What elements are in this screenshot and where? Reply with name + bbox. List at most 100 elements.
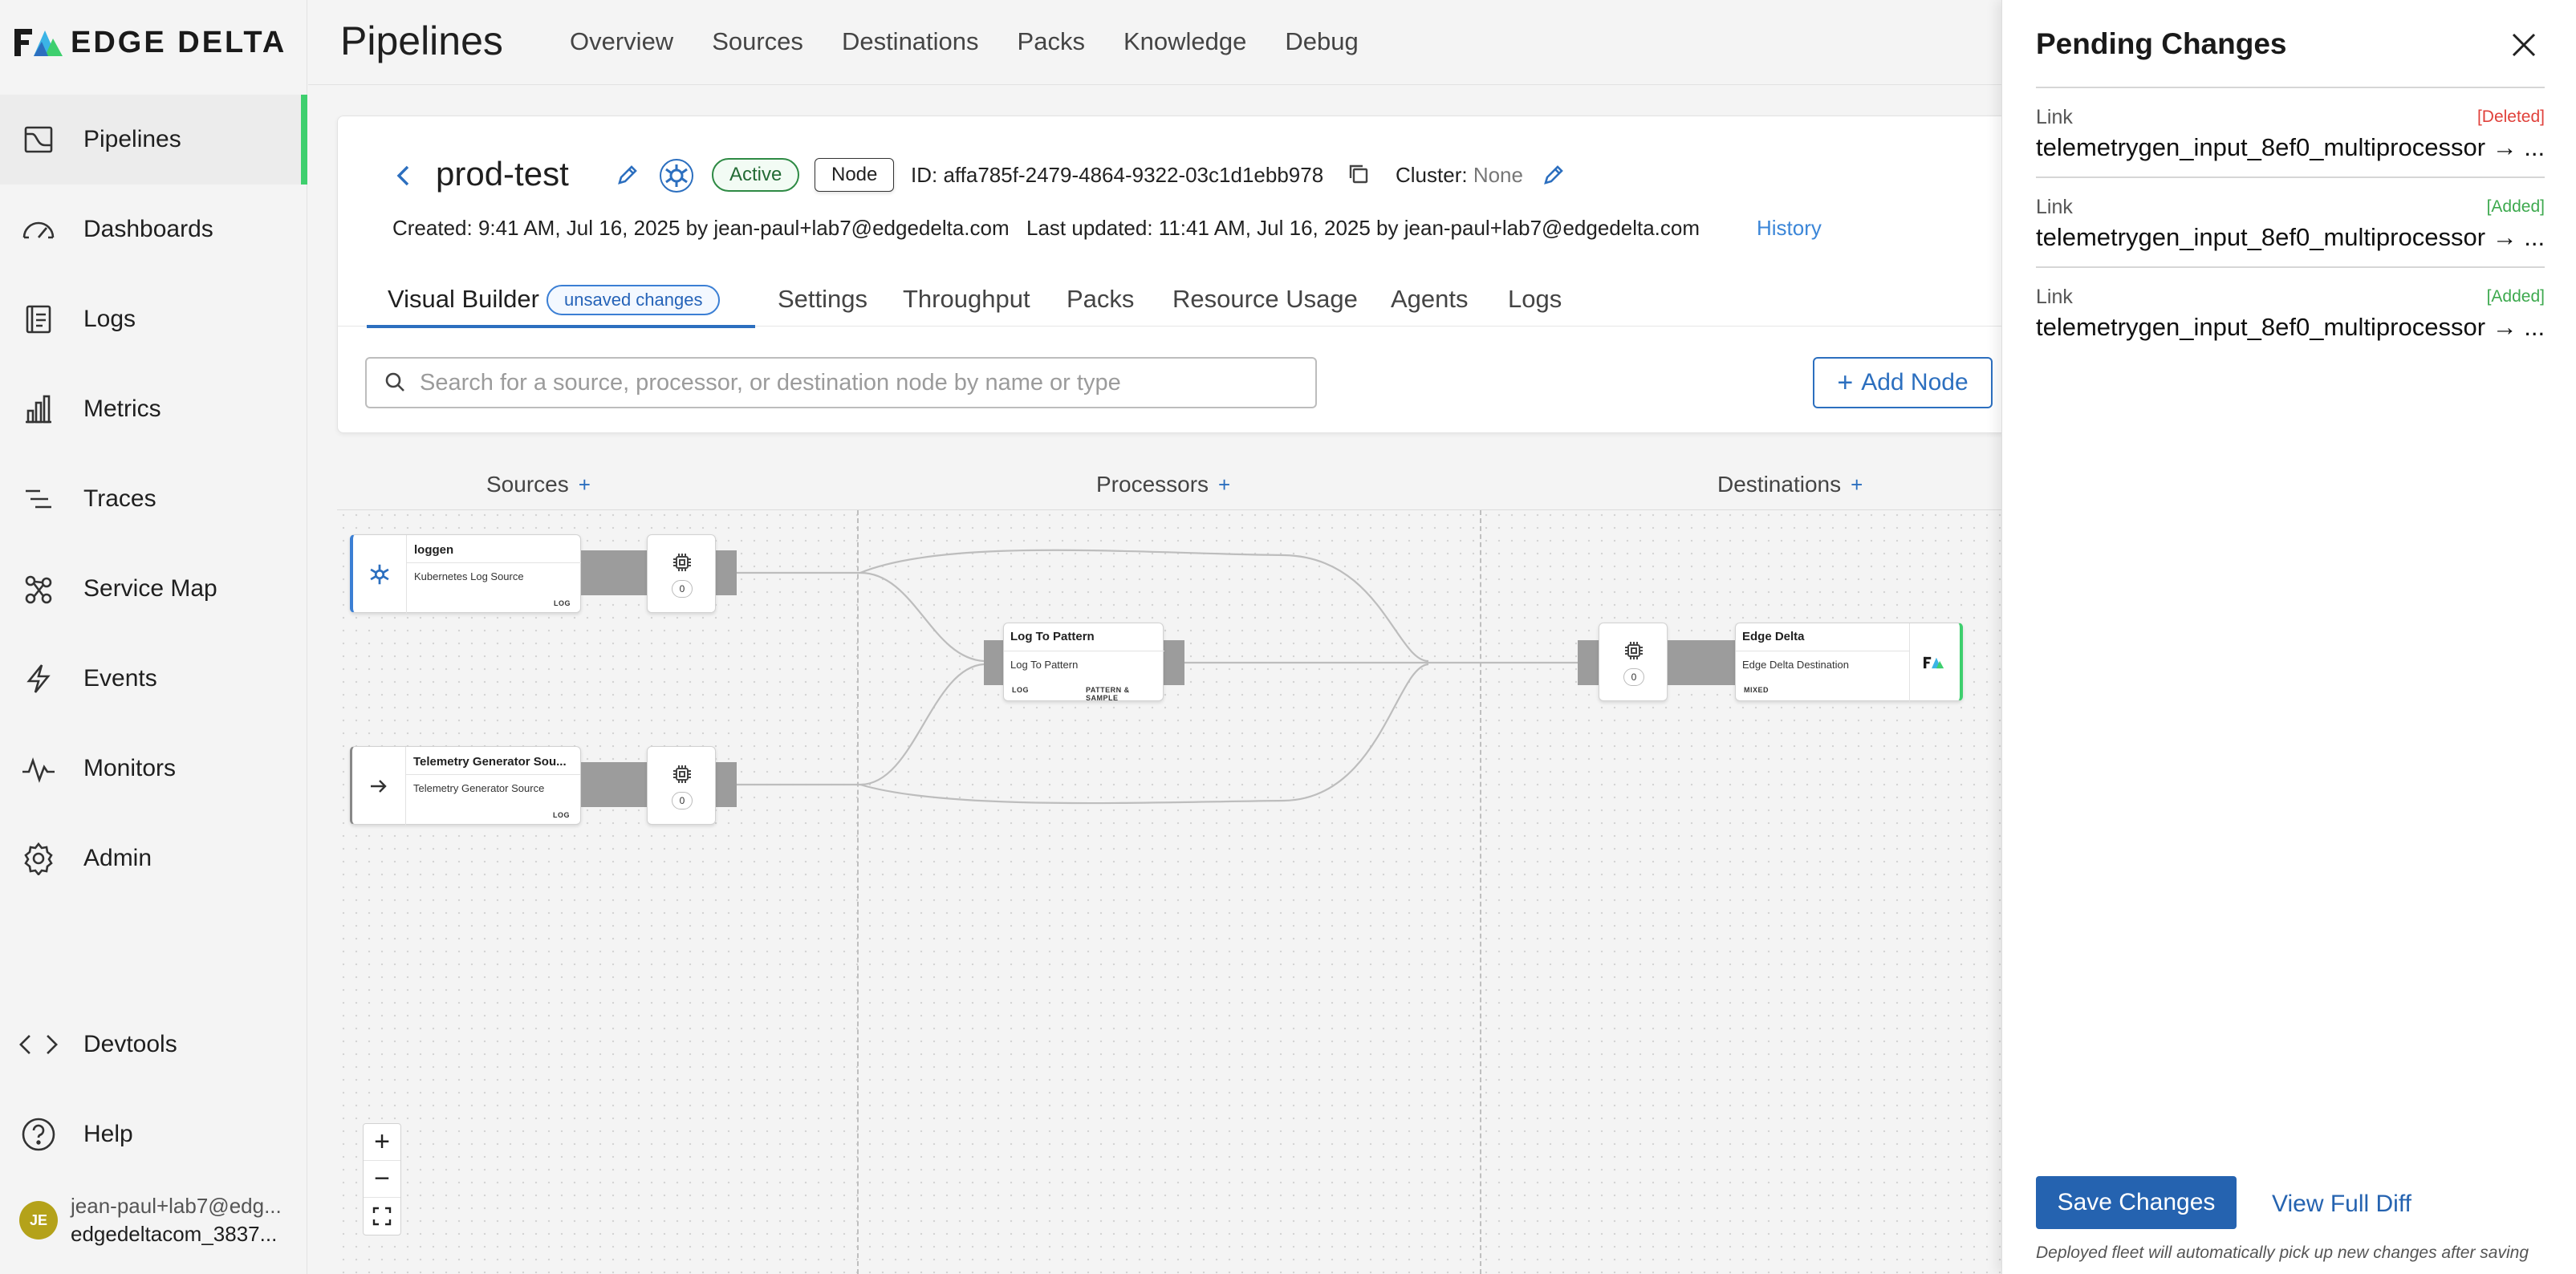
node-title: loggen [414,543,454,557]
sidebar-item-help[interactable]: Help [0,1089,307,1179]
sidebar-item-logs[interactable]: Logs [0,274,307,364]
edge-delta-logo-icon [1924,656,1944,669]
node-edge-delta-processor[interactable]: 0 [1599,623,1668,701]
pending-change-item[interactable]: Link [Deleted] telemetrygen_input_8ef0_m… [2036,87,2545,176]
pipeline-name: prod-test [436,155,569,193]
avatar: JE [19,1201,58,1240]
pending-changes-panel: Pending Changes Link [Deleted] telemetry… [2001,0,2576,1274]
user-menu[interactable]: JE jean-paul+lab7@edg... edgedeltacom_38… [19,1194,282,1247]
node-loggen[interactable]: loggen Kubernetes Log Source LOG [350,534,581,614]
change-type: Link [2036,286,2073,308]
sidebar-item-pipelines[interactable]: Pipelines [0,95,307,185]
back-button[interactable] [388,160,420,192]
sidebar-item-monitors[interactable]: Monitors [0,724,307,813]
search-input[interactable] [420,369,1302,396]
processor-count: 0 [1623,668,1644,686]
sidebar-item-admin[interactable]: Admin [0,813,307,903]
node-tag: LOG [554,599,571,607]
processors-column-label: Processors [1096,472,1209,497]
search-icon [385,372,404,392]
change-status: [Deleted] [2476,108,2545,126]
updated-meta: Last updated: 11:41 AM, Jul 16, 2025 by … [1026,216,1700,240]
add-source-button[interactable]: + [578,473,591,497]
events-bolt-icon [19,659,58,698]
sidebar-item-label: Admin [83,845,152,871]
sidebar-item-label: Service Map [83,575,217,602]
tab-throughput[interactable]: Throughput [903,285,1030,313]
user-info: jean-paul+lab7@edg... edgedeltacom_3837.… [71,1194,282,1247]
pipeline-canvas[interactable]: Sources+ Processors+ Destinations+ [337,457,2014,1274]
close-icon [2512,33,2536,57]
tab-settings[interactable]: Settings [778,285,868,313]
tab-sources[interactable]: Sources [712,27,803,55]
sidebar-item-label: Events [83,665,157,692]
tab-knowledge[interactable]: Knowledge [1123,27,1247,55]
pending-change-item[interactable]: Link [Added] telemetrygen_input_8ef0_mul… [2036,176,2545,266]
tab-packs[interactable]: Packs [1067,285,1135,313]
change-description: telemetrygen_input_8ef0_multiprocessor →… [2036,313,2545,341]
edit-name-button[interactable] [614,161,641,189]
node-subtitle: Telemetry Generator Source [413,782,545,794]
history-link[interactable]: History [1757,216,1822,240]
tab-packs[interactable]: Packs [1017,27,1085,55]
type-badge: Node [815,158,895,192]
column-divider [857,510,859,1274]
code-icon [19,1025,58,1064]
pipelines-icon [19,120,58,159]
zoom-out-button[interactable]: − [364,1161,400,1198]
copy-id-button[interactable] [1347,163,1371,187]
add-node-button[interactable]: + Add Node [1813,357,1993,408]
node-connector [1668,640,1737,685]
arrow-right-icon [371,780,387,793]
chip-icon [673,554,691,571]
plus-icon: + [1837,367,1854,398]
status-badge: Active [712,158,800,192]
sidebar-item-dashboards[interactable]: Dashboards [0,185,307,274]
add-destination-button[interactable]: + [1851,473,1863,497]
tab-destinations[interactable]: Destinations [841,27,979,55]
node-loggen-processor[interactable]: 0 [647,534,716,613]
node-edge-delta[interactable]: Edge Delta Edge Delta Destination MIXED [1735,623,1963,702]
chevron-left-icon [396,165,409,186]
node-search[interactable] [365,357,1317,408]
sidebar-item-metrics[interactable]: Metrics [0,364,307,454]
active-tab-indicator [367,325,755,328]
node-telemetry-generator[interactable]: Telemetry Generator Sou... Telemetry Gen… [350,746,581,826]
pending-change-item[interactable]: Link [Added] telemetrygen_input_8ef0_mul… [2036,266,2545,356]
node-log-to-pattern[interactable]: Log To Pattern Log To Pattern LOG PATTER… [1003,623,1164,702]
sidebar-item-service-map[interactable]: Service Map [0,544,307,634]
sidebar-item-traces[interactable]: Traces [0,454,307,544]
save-changes-button[interactable]: Save Changes [2036,1176,2237,1229]
sidebar-item-label: Monitors [83,755,177,781]
view-full-diff-link[interactable]: View Full Diff [2272,1191,2411,1217]
pencil-icon [1544,165,1563,185]
add-processor-button[interactable]: + [1218,473,1231,497]
chip-icon [673,765,691,783]
tab-logs[interactable]: Logs [1508,285,1562,313]
change-type: Link [2036,106,2073,128]
sidebar-item-events[interactable]: Events [0,634,307,724]
zoom-in-button[interactable]: + [364,1124,400,1161]
sources-column-header: Sources + [486,472,591,497]
edge-delta-logo[interactable]: EDGE DELTA [14,24,286,61]
node-telemetry-processor[interactable]: 0 [647,746,716,825]
sidebar-item-devtools[interactable]: Devtools [0,1000,307,1089]
node-connector [714,762,737,807]
close-panel-button[interactable] [2503,24,2545,66]
fit-view-button[interactable] [364,1198,400,1235]
sources-column-label: Sources [486,472,569,497]
node-tag: PATTERN & SAMPLE [1086,686,1130,702]
tab-overview[interactable]: Overview [570,27,674,55]
tab-debug[interactable]: Debug [1285,27,1359,55]
tab-agents[interactable]: Agents [1391,285,1469,313]
tab-resource-usage[interactable]: Resource Usage [1172,285,1358,313]
change-status: [Added] [2486,287,2545,306]
gear-icon [19,839,58,878]
edit-cluster-button[interactable] [1540,161,1567,189]
edge-delta-logo-icon [14,29,63,56]
column-divider [1480,510,1481,1274]
change-type: Link [2036,196,2073,218]
tab-visual-builder[interactable]: Visual Builder [388,285,539,313]
kubernetes-icon [660,159,693,193]
